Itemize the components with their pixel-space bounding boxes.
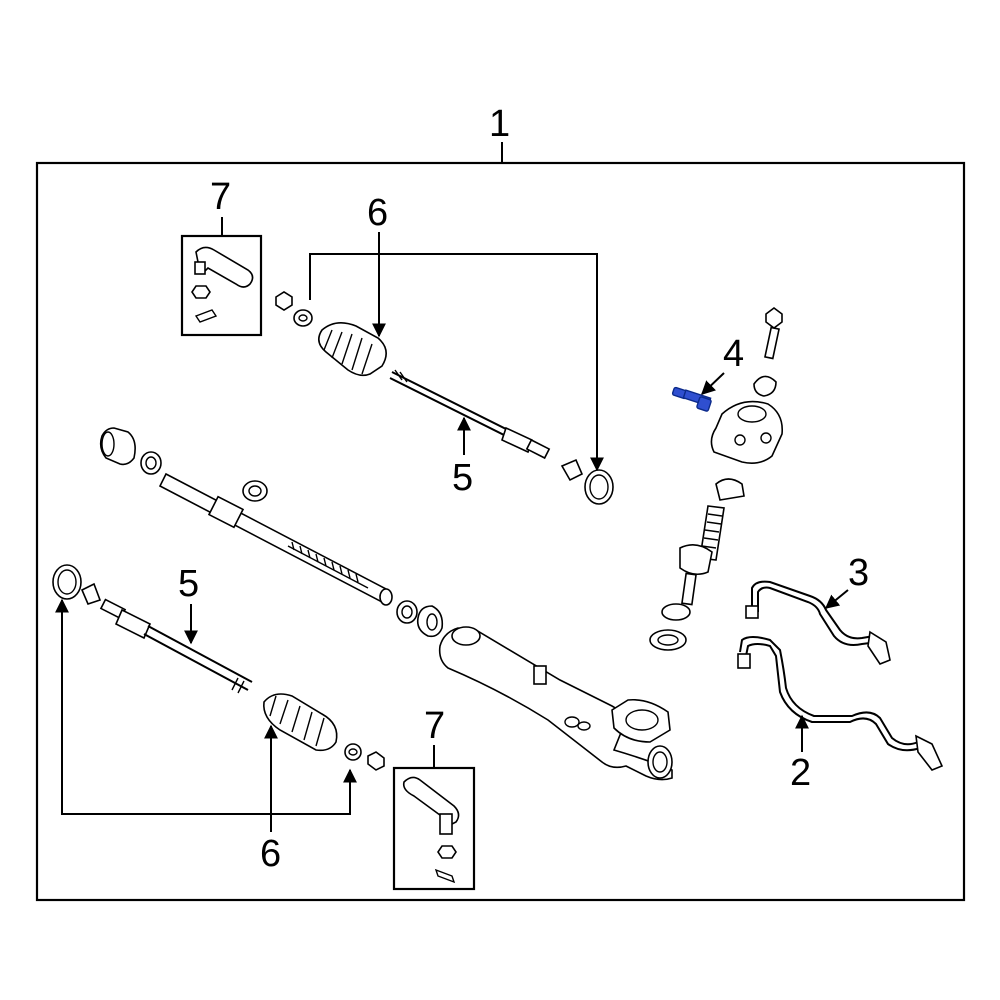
nut-lower-right[interactable] [367, 751, 385, 771]
callout-3[interactable]: 3 [848, 552, 869, 594]
callout-5-lower[interactable]: 5 [178, 563, 199, 605]
steering-rack-bar[interactable] [158, 472, 393, 606]
inner-tie-rod-upper[interactable] [389, 369, 551, 460]
tie-rod-end-box-upper [180, 234, 263, 337]
boot-lower[interactable] [263, 693, 338, 752]
boot-clamp-upper[interactable] [584, 469, 614, 505]
rack-seal-ring-1[interactable] [396, 600, 418, 624]
tie-rod-end-box-lower [392, 766, 476, 891]
leader-6-lower-bracket [55, 598, 357, 815]
valve-housing[interactable] [710, 400, 784, 464]
pinion-bolt[interactable] [764, 307, 783, 360]
clamp-small-lower[interactable] [344, 743, 362, 761]
nut-upper-left[interactable] [275, 291, 293, 311]
assembly-frame [35, 161, 966, 902]
callout-5-upper[interactable]: 5 [452, 457, 473, 499]
callout-7-upper[interactable]: 7 [210, 176, 231, 218]
tie-rod-end-lower[interactable] [402, 776, 460, 884]
steering-gear-housing[interactable] [438, 626, 673, 781]
leader-6-upper-bracket [309, 253, 604, 472]
callout-6-upper[interactable]: 6 [367, 192, 388, 234]
rack-washer[interactable] [242, 480, 268, 502]
rack-bushing[interactable] [99, 427, 136, 466]
pinion-shaft[interactable] [661, 478, 745, 621]
callout-4[interactable]: 4 [723, 333, 744, 375]
tube-line-2[interactable] [737, 636, 944, 771]
tie-rod-end-upper[interactable] [191, 246, 254, 323]
rack-seal-ring-2[interactable] [416, 605, 444, 638]
inner-tie-rod-lower[interactable] [99, 598, 253, 694]
lock-washer-upper[interactable] [560, 458, 584, 482]
callout-6-lower[interactable]: 6 [260, 833, 281, 875]
callout-1[interactable]: 1 [489, 103, 510, 145]
pinion-washer[interactable] [753, 375, 777, 397]
rack-ring[interactable] [140, 451, 162, 475]
pinion-seal[interactable] [649, 629, 687, 651]
leader-3 [824, 589, 849, 609]
leader-4 [700, 372, 725, 395]
callout-2[interactable]: 2 [790, 752, 811, 794]
callout-7-lower[interactable]: 7 [424, 705, 445, 747]
tube-line-3[interactable] [745, 580, 891, 665]
lock-washer-lower[interactable] [80, 582, 102, 605]
highlighted-bolt-part-4[interactable] [671, 386, 712, 412]
clamp-small-upper[interactable] [293, 309, 313, 327]
boot-clamp-lower[interactable] [52, 564, 82, 600]
boot-upper[interactable] [318, 322, 387, 377]
